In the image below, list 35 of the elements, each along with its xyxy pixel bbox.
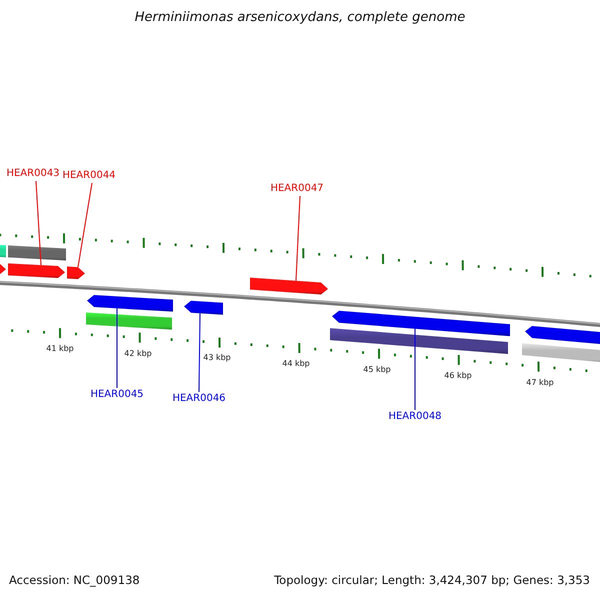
- gene-feature: [8, 245, 66, 260]
- gene-feature: [330, 328, 508, 354]
- position-label: 46 kbp: [444, 370, 472, 380]
- position-label: 44 kbp: [282, 358, 310, 368]
- gene-label: HEAR0044: [62, 170, 116, 182]
- leader-line: [116, 308, 118, 388]
- gene-feature: [87, 295, 173, 312]
- gene-feature: [0, 262, 6, 275]
- gene-label: HEAR0046: [172, 393, 226, 405]
- gene-label: HEAR0043: [6, 168, 60, 180]
- leader-line: [36, 180, 42, 266]
- position-label: 43 kbp: [203, 353, 231, 363]
- gene-feature: [332, 310, 510, 336]
- gene-feature: [0, 244, 6, 258]
- position-label: 42 kbp: [124, 348, 152, 358]
- accession-text: Accession: NC_009138: [9, 574, 140, 588]
- gene-feature: [67, 266, 85, 280]
- gene-feature: [184, 300, 223, 315]
- leader-line: [198, 312, 200, 392]
- position-label: 41 kbp: [46, 344, 74, 354]
- position-label: 45 kbp: [363, 364, 391, 374]
- leader-line: [414, 328, 416, 410]
- leader-line: [296, 196, 300, 282]
- gene-label: HEAR0047: [270, 183, 324, 195]
- position-label: 47 kbp: [526, 378, 554, 388]
- gene-feature: [8, 263, 65, 278]
- gene-feature: [86, 312, 172, 330]
- gene-feature: [250, 278, 328, 294]
- gene-feature: [522, 343, 600, 364]
- gene-feature: [525, 326, 600, 346]
- gene-label: HEAR0045: [90, 389, 144, 401]
- genome-summary-text: Topology: circular; Length: 3,424,307 bp; Genes: 3,353: [274, 574, 590, 588]
- leader-line: [78, 182, 92, 268]
- gene-label: HEAR0048: [388, 411, 442, 423]
- title: Herminiimonas arsenicoxydans, complete genome: [134, 10, 466, 26]
